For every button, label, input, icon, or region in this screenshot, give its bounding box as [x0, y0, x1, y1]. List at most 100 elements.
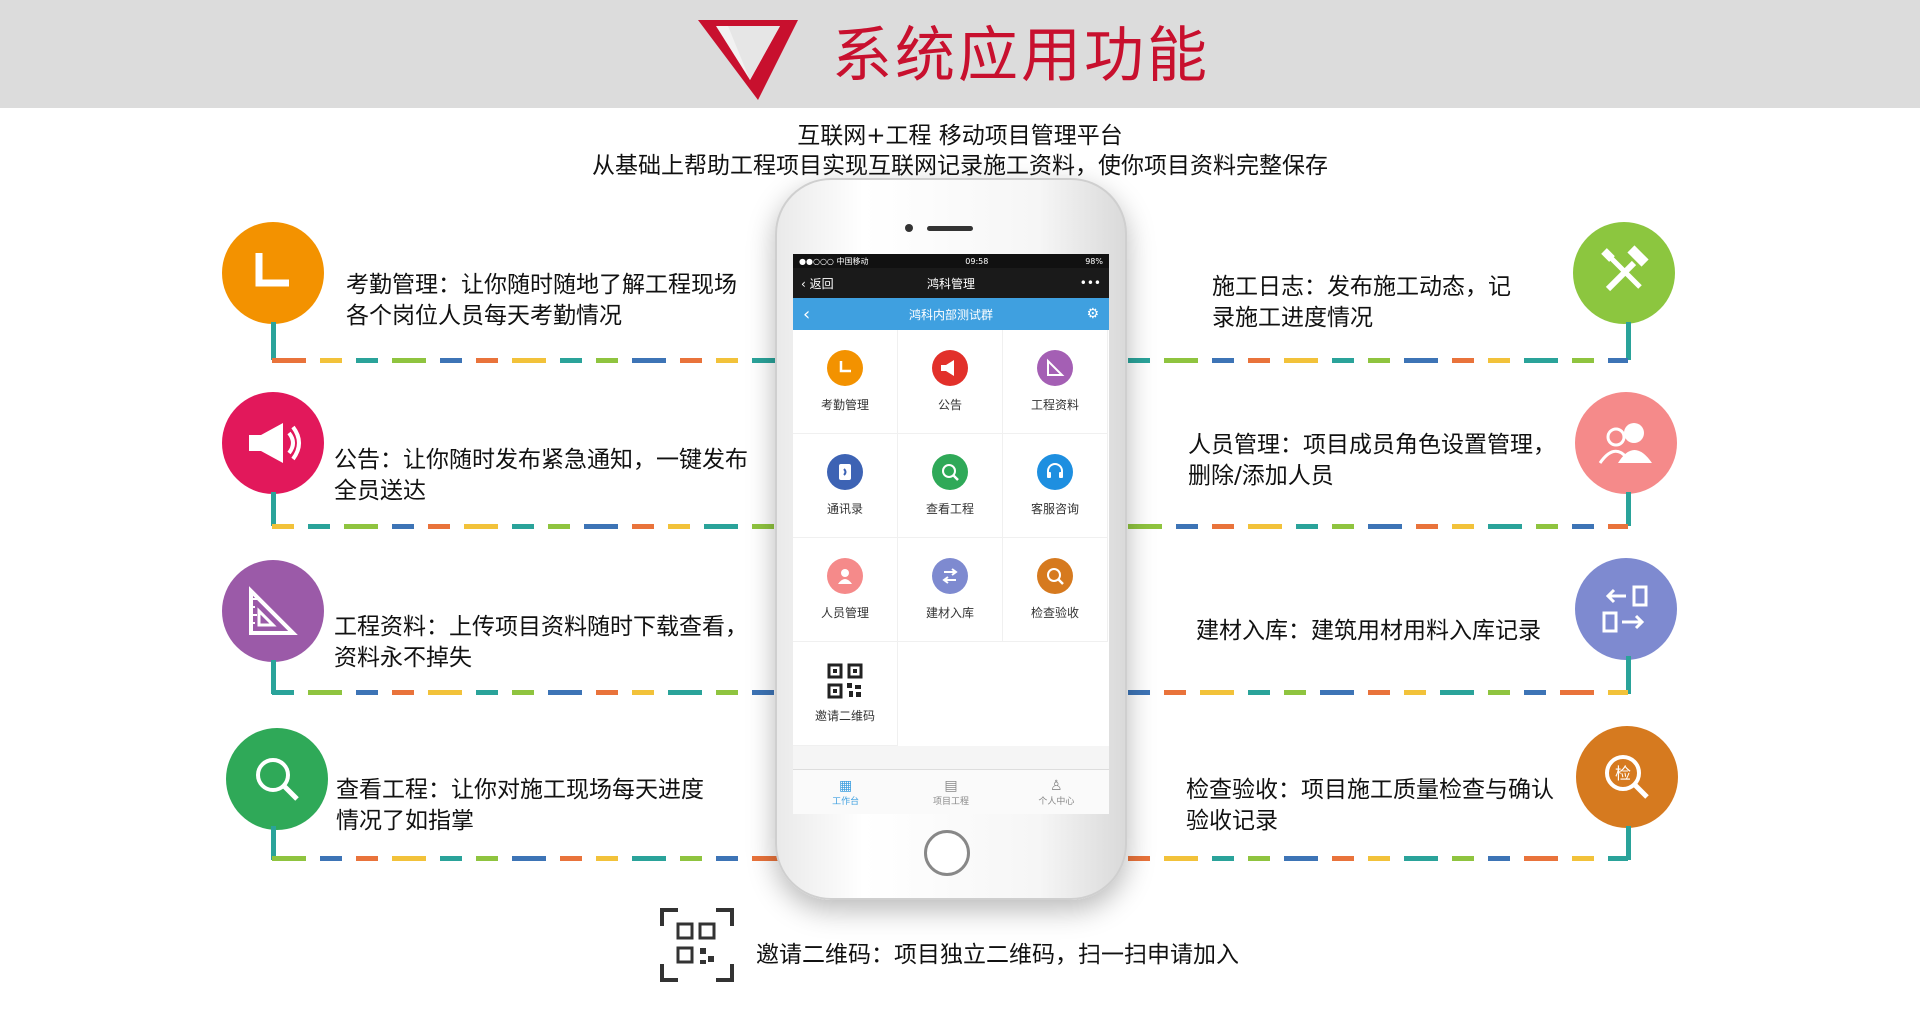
- dash-segment: [632, 690, 654, 695]
- app-cell-label: 建材入库: [925, 606, 974, 620]
- app-cell-qr[interactable]: 邀请二维码: [793, 642, 898, 746]
- dash-segment: [1452, 358, 1474, 363]
- users-icon: [1575, 392, 1677, 494]
- dash-segment: [1248, 690, 1270, 695]
- nav-bar: ‹ 返回 鸿科管理 •••: [793, 268, 1109, 298]
- person-icon: ♙: [1050, 777, 1063, 794]
- dash-segment: [512, 358, 546, 363]
- dash-segment: [476, 856, 498, 861]
- dash-segment: [752, 358, 778, 363]
- tab-bar: ▦ 工作台 ▤ 项目工程 ♙ 个人中心: [793, 769, 1109, 814]
- dash-segment: [1128, 358, 1150, 363]
- home-button[interactable]: [924, 830, 970, 876]
- feature-text: 施工日志：发布施工动态，记录施工进度情况: [1212, 274, 1511, 331]
- dash-segment: [440, 856, 462, 861]
- clock-icon: [827, 350, 863, 386]
- dash-segment: [392, 524, 414, 529]
- dash-segment: [1404, 690, 1426, 695]
- tab-workbench[interactable]: ▦ 工作台: [832, 777, 860, 807]
- dash-segment: [356, 358, 378, 363]
- dash-segment: [1248, 358, 1270, 363]
- dash-segment: [1368, 856, 1390, 861]
- stem: [271, 660, 276, 694]
- dash-segment: [1128, 690, 1150, 695]
- grid-icon: ▦: [839, 777, 853, 794]
- dash-segment: [1284, 358, 1318, 363]
- gear-icon[interactable]: ⚙: [1086, 306, 1099, 322]
- inspect-icon: 检: [1576, 726, 1678, 828]
- dash-segment: [428, 524, 450, 529]
- dash-segment: [476, 358, 498, 363]
- dash-segment: [476, 690, 498, 695]
- stem: [271, 826, 276, 860]
- app-cell[interactable]: 客服咨询: [1003, 434, 1108, 538]
- dash-segment: [716, 358, 738, 363]
- dash-segment: [344, 524, 378, 529]
- dash-segment: [512, 856, 546, 861]
- dash-segment: [716, 856, 738, 861]
- app-cell-label: 工程资料: [1030, 398, 1079, 412]
- dash-segment: [1332, 856, 1354, 861]
- app-cell[interactable]: 检查验收: [1003, 538, 1108, 642]
- app-cell[interactable]: 人员管理: [793, 538, 898, 642]
- group-title: 鸿科内部测试群: [908, 307, 993, 322]
- hammer-screwdriver-icon: [1573, 222, 1675, 324]
- dash-segment: [716, 690, 738, 695]
- dash-segment: [356, 856, 378, 861]
- app-cell-label: 人员管理: [820, 606, 869, 620]
- dash-segment: [1332, 358, 1354, 363]
- dash-segment: [356, 690, 378, 695]
- feature-text: 查看工程：让你对施工现场每天进度情况了如指掌: [336, 777, 704, 834]
- phone-camera: [905, 224, 913, 232]
- feature-text: 人员管理：项目成员角色设置管理，删除/添加人员: [1188, 432, 1556, 489]
- dash-segment: [1440, 690, 1474, 695]
- dash-segment: [560, 856, 582, 861]
- dash-segment: [1128, 856, 1150, 861]
- app-cell[interactable]: 通讯录: [793, 434, 898, 538]
- dash-segment: [440, 358, 462, 363]
- carrier-label: ●●○○○ 中国移动: [799, 256, 869, 266]
- logo-triangle-icon: [698, 20, 798, 100]
- app-cell[interactable]: 建材入库: [898, 538, 1003, 642]
- dash-segment: [1164, 690, 1186, 695]
- clock-icon: [222, 222, 324, 324]
- dash-segment: [668, 690, 702, 695]
- app-cell[interactable]: 考勤管理: [793, 330, 898, 434]
- dash-segment: [1212, 856, 1234, 861]
- subtitle-line-1: 互联网+工程 移动项目管理平台: [797, 123, 1123, 149]
- magnifier-icon: [226, 728, 328, 830]
- dash-segment: [308, 690, 342, 695]
- group-back-chevron-icon[interactable]: ‹: [803, 303, 811, 325]
- dash-segment: [392, 856, 426, 861]
- dash-segment: [1404, 856, 1438, 861]
- dash-segment: [680, 856, 702, 861]
- tab-profile[interactable]: ♙ 个人中心: [1038, 777, 1075, 807]
- dash-segment: [512, 524, 534, 529]
- dash-segment: [1524, 690, 1546, 695]
- dash-segment: [464, 524, 498, 529]
- megaphone-icon: [222, 392, 324, 494]
- more-button[interactable]: •••: [1079, 276, 1101, 290]
- battery-label: 98%: [1085, 256, 1103, 266]
- app-cell[interactable]: 公告: [898, 330, 1003, 434]
- phone-screen: ●●○○○ 中国移动 09:58 98% ‹ 返回 鸿科管理 ••• ‹ 鸿科内…: [793, 254, 1109, 814]
- transfer-icon: [932, 558, 968, 594]
- dash-segment: [548, 524, 570, 529]
- dash-segment: [1296, 524, 1318, 529]
- stem: [1626, 322, 1631, 360]
- dash-segment: [392, 358, 426, 363]
- tab-project[interactable]: ▤ 项目工程: [932, 777, 969, 807]
- app-cell[interactable]: 查看工程: [898, 434, 1003, 538]
- back-button[interactable]: ‹ 返回: [801, 276, 834, 291]
- feature-text: 考勤管理：让你随时随地了解工程现场各个岗位人员每天考勤情况: [346, 272, 737, 329]
- dash-segment: [1320, 690, 1354, 695]
- stem: [271, 322, 276, 360]
- dash-segment: [1608, 856, 1628, 861]
- dash-segment: [704, 524, 738, 529]
- app-cell[interactable]: 工程资料: [1003, 330, 1108, 434]
- dash-segment: [1452, 856, 1474, 861]
- dash-segment: [632, 358, 666, 363]
- dash-segment: [1452, 524, 1474, 529]
- dash-segment: [1488, 358, 1510, 363]
- stem: [271, 492, 276, 526]
